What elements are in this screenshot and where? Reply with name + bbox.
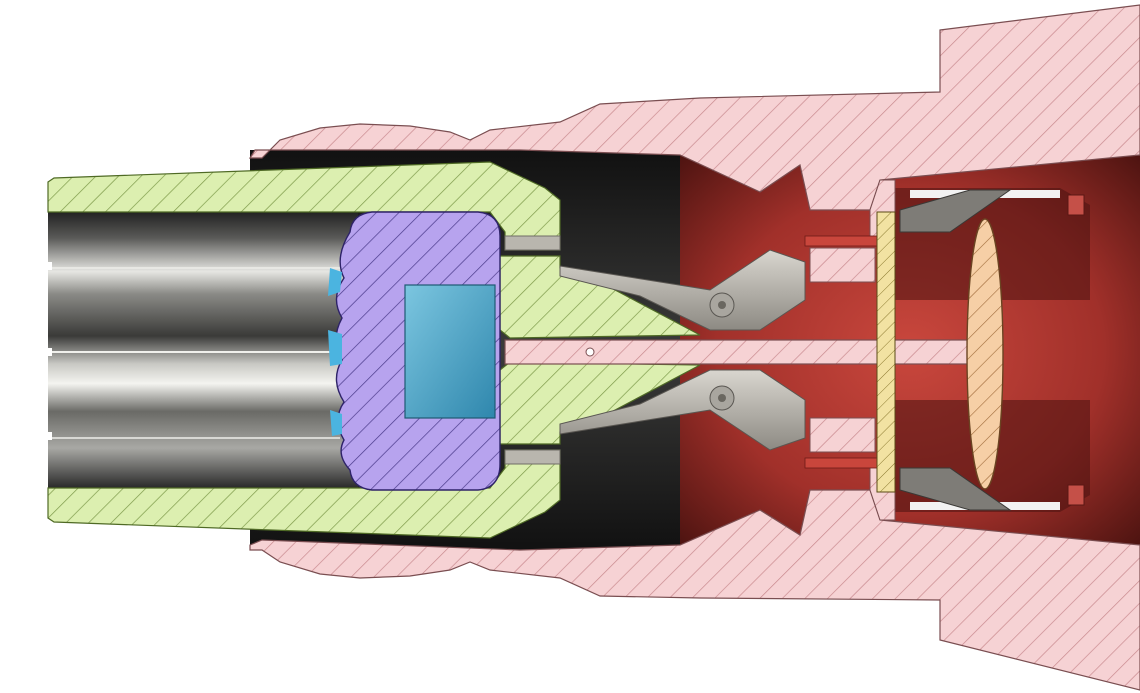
bore-tube — [48, 210, 358, 490]
lever-lower — [559, 369, 806, 451]
crystal-block — [404, 284, 496, 419]
bolt-bottom — [1067, 484, 1085, 506]
lever-lower-pin — [718, 394, 726, 402]
bore-notch-2 — [46, 348, 52, 356]
crystal-bump-2 — [328, 330, 342, 366]
outer-housing — [248, 4, 1140, 691]
crystal-bump-1 — [328, 268, 342, 296]
frame-arm-top — [899, 189, 1012, 233]
orange-disc — [966, 218, 1004, 490]
bolt-top — [1067, 194, 1085, 216]
rod-hole — [585, 347, 595, 357]
lever-upper-pin — [718, 301, 726, 309]
bore-notch-3 — [46, 432, 52, 440]
bore-notch-1 — [46, 262, 52, 270]
housing-bar-lower — [809, 417, 876, 453]
spring-plate — [876, 211, 896, 493]
central-rod — [504, 339, 1001, 365]
housing-bar-upper — [809, 247, 876, 283]
pin-upper — [504, 235, 561, 251]
pin-lower — [504, 449, 561, 465]
lever-upper — [559, 249, 806, 331]
crystal-bump-3 — [330, 410, 342, 436]
frame-arm-bottom — [899, 467, 1012, 511]
